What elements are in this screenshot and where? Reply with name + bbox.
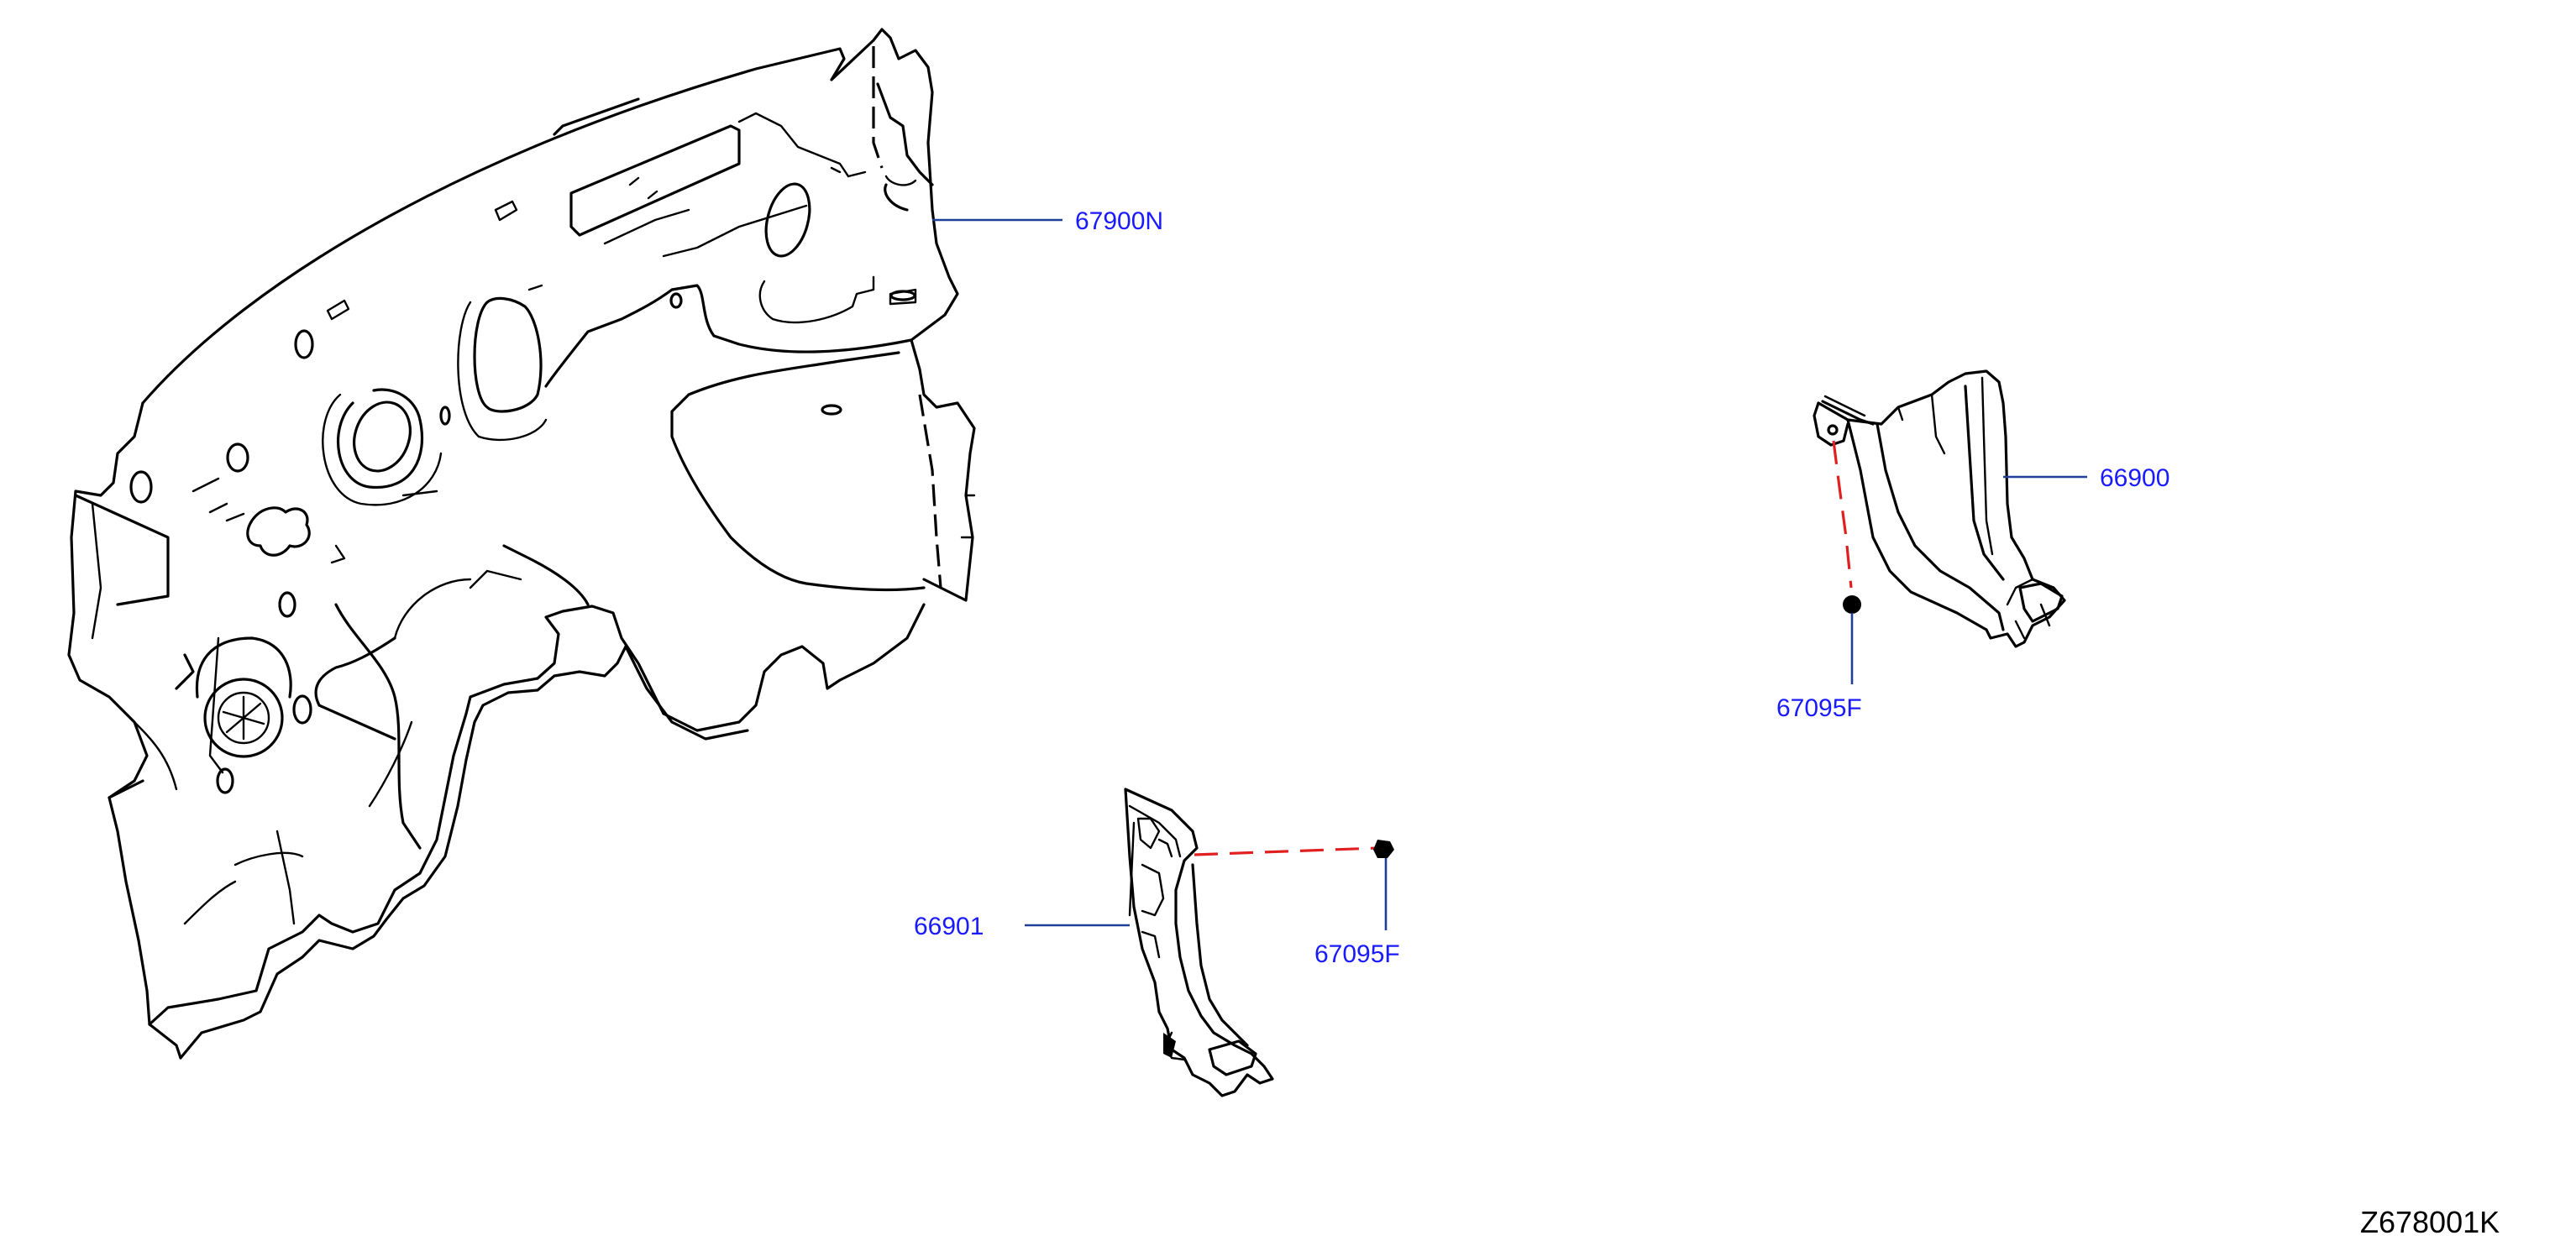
callout-67095F-right[interactable]: 67095F bbox=[1776, 694, 1862, 722]
clip-right-head bbox=[1843, 595, 1861, 614]
connector-dash-left bbox=[1194, 846, 1378, 856]
callout-67095F-left[interactable]: 67095F bbox=[1314, 940, 1400, 968]
callout-66900[interactable]: 66900 bbox=[2100, 464, 2169, 492]
clip-right-illustration bbox=[1832, 440, 1861, 614]
clip-left-illustration bbox=[1194, 840, 1394, 858]
leader-lines bbox=[932, 218, 2087, 930]
callout-labels: 67900N 66900 67095F 66901 67095F bbox=[914, 207, 2169, 968]
callout-66901[interactable]: 66901 bbox=[914, 913, 984, 940]
clip-left-head bbox=[1373, 840, 1394, 858]
diagram-code: Z678001K bbox=[2360, 1205, 2500, 1239]
kick-plate-right-illustration bbox=[1813, 369, 2066, 648]
callout-67900N[interactable]: 67900N bbox=[1075, 207, 1163, 235]
dash-insulator-illustration bbox=[67, 28, 976, 1060]
kick-plate-left-illustration bbox=[1124, 788, 1274, 1097]
connector-dash-right bbox=[1832, 440, 1853, 589]
